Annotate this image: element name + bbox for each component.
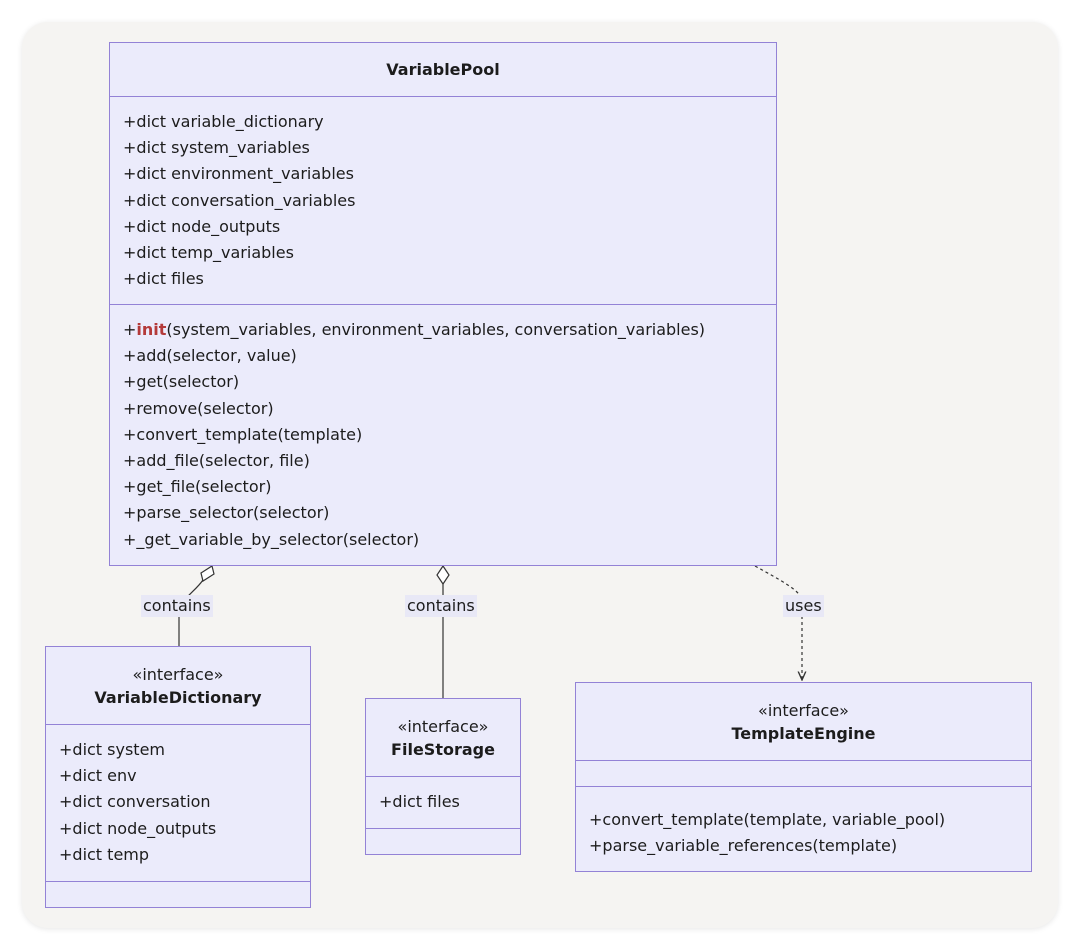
method: +get_file(selector)	[123, 477, 272, 497]
class-header: «interface» TemplateEngine	[576, 683, 1031, 761]
class-header: «interface» VariableDictionary	[46, 647, 310, 725]
aggregation-diamond-icon	[200, 565, 215, 582]
methods-section: +convert_template(template, variable_poo…	[576, 787, 1031, 859]
method: +convert_template(template, variable_poo…	[589, 810, 946, 829]
attribute: +dict system_variables	[123, 138, 310, 158]
attribute: +dict env	[59, 766, 137, 786]
class-name: TemplateEngine	[731, 723, 876, 743]
class-variable-pool: VariablePool +dict variable_dictionary +…	[109, 42, 777, 566]
attribute: +dict files	[379, 792, 460, 811]
method: +_get_variable_by_selector(selector)	[123, 529, 420, 549]
attribute: +dict system	[59, 740, 166, 759]
method-init: +init(system_variables, environment_vari…	[110, 317, 776, 343]
class-variable-dictionary: «interface» VariableDictionary +dict sys…	[45, 646, 311, 908]
method: +parse_selector(selector)	[123, 503, 330, 523]
method-prefix: +	[123, 320, 137, 339]
attributes-section	[576, 761, 1031, 787]
methods-section: +init(system_variables, environment_vari…	[110, 305, 776, 553]
attributes-section: +dict variable_dictionary +dict system_v…	[110, 97, 776, 305]
edge-label-uses: uses	[783, 595, 824, 617]
class-name: VariablePool	[386, 60, 500, 79]
class-header: VariablePool	[110, 43, 776, 97]
attribute: +dict conversation_variables	[123, 190, 356, 210]
edge-label-contains: contains	[405, 595, 477, 617]
aggregation-diamond-icon	[436, 564, 450, 586]
method: +add(selector, value)	[123, 346, 297, 366]
init-keyword: init	[136, 320, 167, 339]
attribute: +dict variable_dictionary	[123, 112, 324, 131]
attribute: +dict files	[123, 269, 204, 289]
class-name: FileStorage	[391, 739, 495, 759]
attribute: +dict temp	[59, 844, 150, 864]
attribute: +dict node_outputs	[59, 818, 217, 838]
attributes-section: +dict system +dict env +dict conversatio…	[46, 725, 310, 882]
class-file-storage: «interface» FileStorage +dict files	[365, 698, 521, 855]
method: +remove(selector)	[123, 398, 274, 418]
attribute: +dict environment_variables	[123, 164, 354, 184]
method-params: (system_variables, environment_variables…	[166, 320, 706, 339]
method: +convert_template(template)	[123, 424, 363, 444]
attribute: +dict conversation	[59, 792, 211, 812]
stereotype-label: «interface»	[758, 700, 849, 720]
class-name: VariableDictionary	[94, 687, 262, 707]
class-template-engine: «interface» TemplateEngine +convert_temp…	[575, 682, 1032, 872]
stereotype-label: «interface»	[132, 664, 224, 684]
method: +add_file(selector, file)	[123, 451, 310, 471]
attribute: +dict temp_variables	[123, 243, 294, 263]
stereotype-label: «interface»	[397, 716, 489, 736]
method: +parse_variable_references(template)	[589, 836, 898, 856]
edge-uses-template-engine	[754, 565, 802, 680]
attributes-section: +dict files	[366, 777, 520, 829]
method: +get(selector)	[123, 372, 240, 392]
class-header: «interface» FileStorage	[366, 699, 520, 777]
edge-label-contains: contains	[141, 595, 213, 617]
attribute: +dict node_outputs	[123, 216, 281, 236]
